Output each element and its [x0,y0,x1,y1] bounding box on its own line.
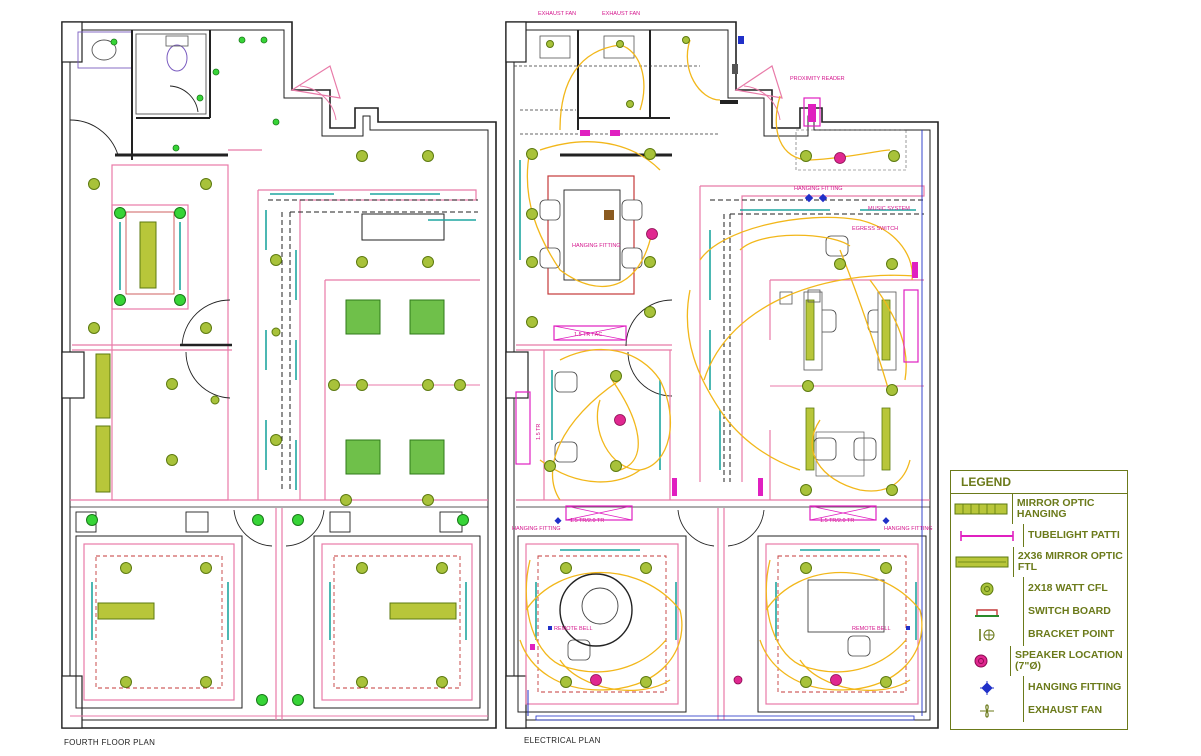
label-music-system: MUSIC SYSTEM [868,206,910,212]
mirror-optic-ftl-fixture [139,221,157,289]
cfl-group [526,36,900,688]
legend-label: SWITCH BOARD [1028,605,1111,617]
label-ac: 1.5 TR/2.0 TR [570,518,604,524]
legend-label: EXHAUST FAN [1028,704,1103,716]
label-proximity-reader: PROXIMITY READER [790,76,845,82]
mirror-optic-ftl-fixture [881,407,891,471]
mirror-optic-hanging-icon [954,503,1008,515]
exhaust-fan-icon [980,703,994,718]
legend-row: SPEAKER LOCATION (7"Ø) [951,646,1127,676]
wiring-group [519,39,923,692]
electrical-plan-caption: ELECTRICAL PLAN [524,736,601,745]
fourth-floor-plan [61,21,497,729]
label-ac: 1.5 TR [536,424,542,440]
outer-wall [61,21,497,729]
mirror-optic-ftl-fixture [805,407,815,471]
toilet-icon [166,44,188,72]
tubelight-group [91,193,476,640]
legend-label: HANGING FITTING [1028,681,1122,693]
label-ac: 1.5 TR / AC [574,332,602,338]
recessed-light-group [86,207,469,706]
mirror-optic-ftl-fixture [95,425,111,493]
hanging-fitting-icon [980,680,994,695]
legend-row: EXHAUST FAN [951,699,1127,722]
cfl-group [88,150,466,688]
legend-row: BRACKET POINT [951,623,1127,646]
mirror-optic-ftl-fixture [805,299,815,361]
mirror-optic-ftl-icon [955,556,1009,568]
legend-row: 2X18 WATT CFL [951,577,1127,600]
legend-title: LEGEND [951,471,1127,494]
legend-row: 2X36 MIRROR OPTIC FTL [951,547,1127,577]
legend-label: BRACKET POINT [1028,628,1115,640]
legend-row: TUBELIGHT PATTI [951,524,1127,547]
legend-row: MIRROR OPTIC HANGING [951,494,1127,524]
legend-row: SWITCH BOARD [951,600,1127,623]
speaker-icon [974,654,987,668]
label-hanging-fitting: HANGING FITTING [794,186,843,192]
ac-units-group [515,289,919,521]
label-egress-switch: EGRESS SWITCH [852,226,898,232]
label-remote-bell: REMOTE BELL [554,626,593,632]
inner-wall [69,29,489,721]
legend-label: 2X18 WATT CFL [1028,582,1108,594]
legend-row: HANGING FITTING [951,676,1127,699]
speaker-group [590,152,846,686]
electrical-plan: EXHAUST FAN EXHAUST FAN PROXIMITY READER… [505,11,939,729]
label-hanging-fitting: HANGING FITTING [572,243,621,249]
fourth-floor-plan-caption: FOURTH FLOOR PLAN [64,738,156,747]
bracket-point-icon [979,628,995,641]
washbasin-icon [91,39,117,61]
tubelight-patti-icon [960,530,1014,541]
mirror-optic-hanging-group [345,299,445,475]
mirror-optic-ftl-fixture [97,602,155,620]
label-hanging-fitting: HANGING FITTING [512,526,561,532]
legend-label: SPEAKER LOCATION (7"Ø) [1015,649,1123,672]
label-ac: 1.5 TR/2.0 TR [820,518,854,524]
chair-group [539,199,891,661]
mirror-optic-ftl-fixture [389,602,457,620]
legend-label: 2X36 MIRROR OPTIC FTL [1017,550,1123,573]
tubelight-group [519,160,917,640]
label-exhaust-fan: EXHAUST FAN [602,11,640,17]
legend-panel: LEGEND MIRROR OPTIC HANGING TUBELIGHT PA… [950,470,1128,730]
label-hanging-fitting: HANGING FITTING [884,526,933,532]
label-exhaust-fan: EXHAUST FAN [538,11,576,17]
legend-label: TUBELIGHT PATTI [1028,529,1120,541]
mirror-optic-ftl-fixture [95,353,111,419]
mirror-optic-ftl-fixture [881,299,891,361]
switch-board-icon [975,608,999,617]
label-remote-bell: REMOTE BELL [852,626,891,632]
cfl-icon [980,582,994,595]
legend-label: MIRROR OPTIC HANGING [1016,497,1095,520]
